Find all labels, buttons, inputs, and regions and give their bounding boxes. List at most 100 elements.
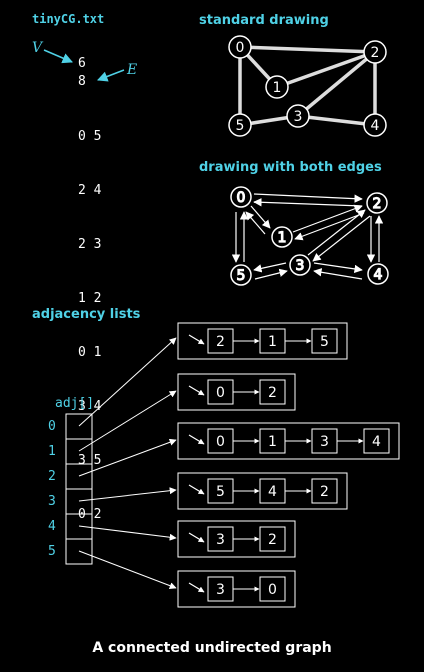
vertex-node: 2 xyxy=(366,192,388,214)
list-node xyxy=(259,379,286,405)
both-edges-title: drawing with both edges xyxy=(199,160,382,175)
list-node-value: 2 xyxy=(268,385,277,401)
vertex-circle xyxy=(289,254,311,276)
list-node-value: 3 xyxy=(320,434,329,450)
adj-pointer-arrow xyxy=(78,487,177,502)
adj-array xyxy=(65,413,93,565)
vertex-node: 0 xyxy=(228,35,252,59)
head-pointer xyxy=(188,484,205,495)
vertex-circle xyxy=(228,35,252,59)
vertex-count: 6 xyxy=(78,56,86,71)
adj-pointers xyxy=(78,337,177,590)
vertex-label: 2 xyxy=(371,45,380,61)
vertex-label: 5 xyxy=(237,268,246,284)
head-pointer xyxy=(188,385,205,396)
edge-line: 3 5 xyxy=(78,453,102,468)
vertex-label: 1 xyxy=(278,230,287,246)
standard-drawing-title: standard drawing xyxy=(199,13,329,28)
adj-list-frame xyxy=(177,422,400,460)
vertex-node: 2 xyxy=(363,40,387,64)
edge-line: 0 1 xyxy=(78,345,102,360)
vertex-node: 3 xyxy=(289,254,311,276)
vertex-node: 0 xyxy=(230,186,252,208)
list-node-value: 0 xyxy=(268,582,277,598)
adj-indices: 0 1 2 3 4 5 xyxy=(48,414,56,564)
adj-pointer-arrow xyxy=(78,337,177,427)
adj-list-frame xyxy=(177,472,348,510)
dir-edge xyxy=(253,262,287,273)
vertex-label: 5 xyxy=(236,118,245,134)
dir-edge xyxy=(292,204,363,233)
list-node-value: 0 xyxy=(216,385,225,401)
adj-array-label: adj[] xyxy=(55,396,95,411)
list-node xyxy=(259,526,286,552)
head-pointer xyxy=(188,434,205,445)
dir-edge xyxy=(313,262,363,274)
vertex-label: 0 xyxy=(237,190,246,206)
adj-pointer-arrow xyxy=(78,390,177,452)
list-node-value: 4 xyxy=(372,434,381,450)
list-node-value: 0 xyxy=(216,434,225,450)
list-node-value: 5 xyxy=(216,484,225,500)
adj-list-frame xyxy=(177,520,296,558)
adj-index: 4 xyxy=(48,519,56,534)
vertex-label: 0 xyxy=(236,40,245,56)
adj-index: 2 xyxy=(48,469,56,484)
adjacency-title: adjacency lists xyxy=(32,307,141,322)
edge-line: 1 2 xyxy=(78,291,102,306)
vertex-circle xyxy=(363,40,387,64)
v-label: V xyxy=(32,40,43,56)
vertex-circle xyxy=(230,264,252,286)
adj-index: 1 xyxy=(48,444,56,459)
dir-edge xyxy=(245,211,266,235)
list-node-value: 2 xyxy=(216,334,225,350)
vertex-node: 5 xyxy=(230,264,252,286)
vertex-circle xyxy=(286,104,310,128)
vertex-node: 3 xyxy=(286,104,310,128)
list-node-value: 3 xyxy=(216,532,225,548)
adj-list-frame xyxy=(177,570,296,608)
adj-pointer-arrow xyxy=(78,525,177,541)
list-node-value: 2 xyxy=(320,484,329,500)
head-pointer xyxy=(188,582,205,593)
list-node xyxy=(311,328,338,354)
edge-line: 2 4 xyxy=(78,183,102,198)
list-node xyxy=(259,576,286,602)
dir-edge xyxy=(254,268,288,280)
vertex-label: 1 xyxy=(273,80,282,96)
dir-edge xyxy=(253,193,363,203)
adj-index: 5 xyxy=(48,544,56,559)
adj-list-frame xyxy=(177,373,296,411)
head-pointer xyxy=(188,532,205,543)
vertex-node: 1 xyxy=(265,75,289,99)
vertex-node: 1 xyxy=(271,226,293,248)
adj-index: 0 xyxy=(48,419,56,434)
edge-count: 8 xyxy=(78,74,86,89)
edge-line: 2 3 xyxy=(78,237,102,252)
edge-3-4 xyxy=(297,114,376,127)
both-edges-graph: 0 1 2 3 4 5 xyxy=(230,186,389,286)
list-node-value: 1 xyxy=(268,434,277,450)
list-node-value: 5 xyxy=(320,334,329,350)
adj-list: 2 1 5 xyxy=(177,322,348,360)
vertex-label: 4 xyxy=(374,267,383,283)
list-node xyxy=(311,478,338,504)
file-name: tinyCG.txt xyxy=(32,12,105,26)
list-node xyxy=(363,428,390,454)
adj-list-frame xyxy=(177,322,348,360)
dir-edge xyxy=(250,205,271,229)
edge-2-3 xyxy=(296,50,377,118)
adj-pointer-arrow xyxy=(78,438,177,477)
vertex-circle xyxy=(271,226,293,248)
edge-line: 0 5 xyxy=(78,129,102,144)
list-node-value: 4 xyxy=(268,484,277,500)
caption: A connected undirected graph xyxy=(92,640,332,656)
list-node-value: 1 xyxy=(268,334,277,350)
vertex-circle xyxy=(367,263,389,285)
